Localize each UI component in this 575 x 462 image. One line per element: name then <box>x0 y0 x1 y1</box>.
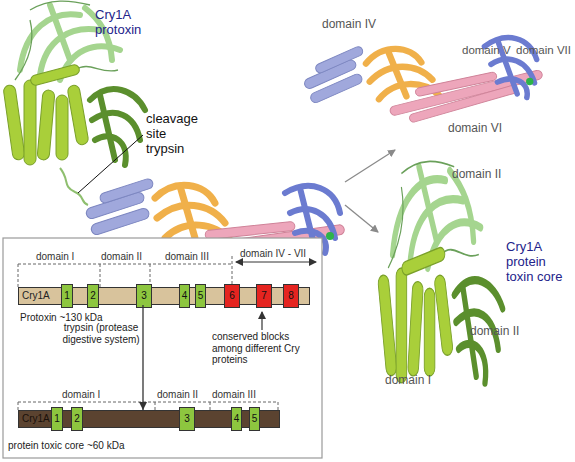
block-number: 1 <box>52 414 62 424</box>
conserved-block: 4 <box>179 284 190 308</box>
arrow-head <box>139 402 147 410</box>
protoxin-bar: Cry1A 1 2 3 45 6 7 8 <box>18 287 310 305</box>
block-number: 4 <box>232 414 241 424</box>
conserved-block: 1 <box>51 407 63 431</box>
domain-label: domain IV - VII <box>240 248 320 260</box>
protein-title: Cry1A protoxin <box>95 8 155 38</box>
note-text: conserved blocks among different Cry pro… <box>212 331 312 366</box>
conserved-block: 3 <box>136 284 152 308</box>
bar-label: Cry1A <box>22 291 50 301</box>
domain-label: domain II <box>452 168 522 182</box>
domain-label: domain II <box>157 389 212 401</box>
edge-label: trypsin (protease digestive system) <box>62 322 140 345</box>
bar-label: Cry1A <box>22 414 50 424</box>
domain-label: domain VI <box>448 122 518 136</box>
domain-label: domain II <box>101 251 161 263</box>
block-number: 3 <box>180 414 194 424</box>
conserved-block: 6 <box>224 284 240 308</box>
block-number: 6 <box>225 291 239 301</box>
conserved-block: 8 <box>283 284 299 308</box>
conserved-block: 5 <box>195 284 206 308</box>
conserved-block: 2 <box>71 407 83 431</box>
block-number: 7 <box>257 291 271 301</box>
protein-title: Cry1A protein toxin core <box>506 240 568 285</box>
domain-label: domain III <box>212 389 272 401</box>
block-number: 2 <box>88 291 98 301</box>
domain-label: domain V <box>462 44 517 57</box>
conserved-block: 3 <box>179 407 195 431</box>
conserved-block: 7 <box>256 284 272 308</box>
domain-label: domain I <box>36 251 96 263</box>
domain-label: domain I <box>385 374 455 388</box>
block-number: 3 <box>137 291 151 301</box>
conserved-block: 2 <box>87 284 99 308</box>
conserved-block: 4 <box>231 407 242 431</box>
domain-label: domain III <box>165 251 225 263</box>
connector-line <box>142 305 143 410</box>
toxic-core-bar: Cry1A12 3 45 <box>18 410 280 428</box>
block-number: 5 <box>196 291 205 301</box>
domain-label: domain VII <box>516 44 575 57</box>
size-label: protein toxic core ~60 kDa <box>8 440 208 452</box>
block-number: 1 <box>62 291 72 301</box>
block-number: 5 <box>250 414 259 424</box>
domain-label: domain I <box>62 389 122 401</box>
cleavage-arrow <box>139 305 147 410</box>
conserved-block: 1 <box>61 284 73 308</box>
domain-label: domain II <box>470 325 540 339</box>
domain-label: domain IV <box>322 18 392 32</box>
size-label: Protoxin ~130 kDa <box>20 312 130 324</box>
callout-text: cleavage site trypsin <box>146 112 208 157</box>
block-number: 2 <box>72 414 82 424</box>
block-number: 8 <box>284 291 298 301</box>
block-number: 4 <box>180 291 189 301</box>
conserved-block: 5 <box>249 407 260 431</box>
